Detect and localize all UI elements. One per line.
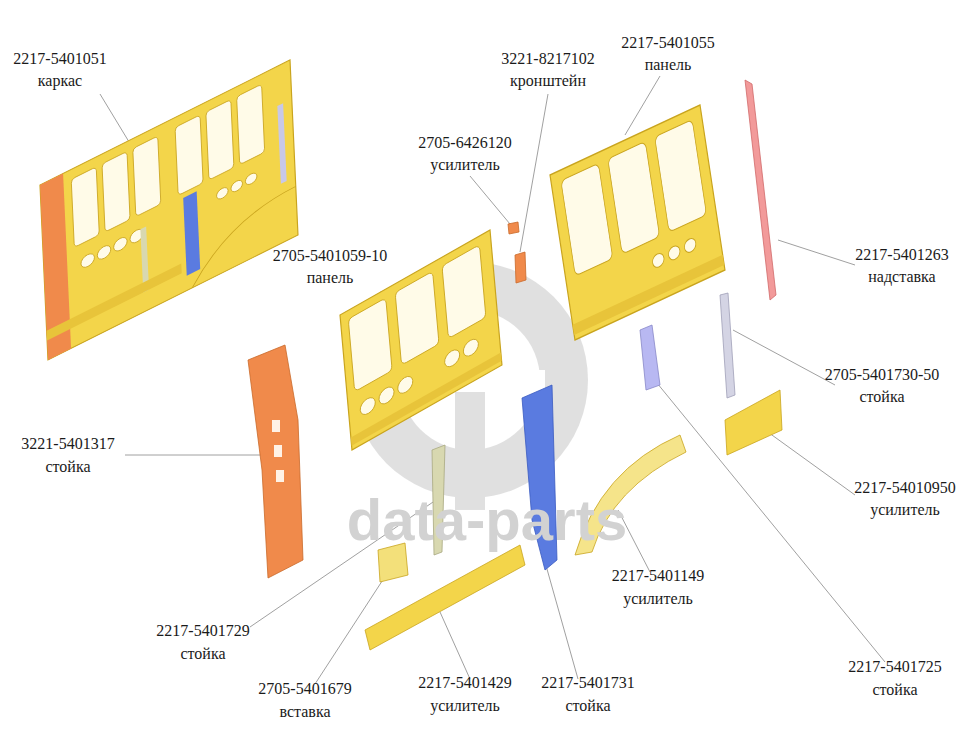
part-number: 2217-5401051 [13,50,106,68]
part-name: усилитель [623,590,693,608]
part-name: стойка [859,388,904,406]
part-number: 2705-5401679 [258,680,351,698]
part-number: 2705-5401730-50 [825,366,940,384]
part-number: 2705-6426120 [418,134,511,152]
part-name: панель [645,56,692,74]
part-number: 3221-5401317 [21,435,114,453]
part-number: 2217-5401729 [156,622,249,640]
part-name: стойка [872,681,917,699]
leader-lines [100,76,885,684]
part-name: надставка [868,268,935,286]
part-name: вставка [279,703,330,721]
part-name: стойка [45,458,90,476]
watermark: data-parts [347,488,627,552]
part-name: каркас [38,72,82,90]
part-name: панель [307,269,354,287]
part-name: кронштейн [510,72,586,90]
part-name: стойка [565,697,610,715]
frame-panel [40,60,298,360]
part-name: усилитель [870,501,940,519]
part-shapes [248,80,782,650]
side-panel [550,105,725,340]
part-number: 2705-5401059-10 [273,247,388,265]
part-name: усилитель [430,156,500,174]
part-number: 2217-5401055 [621,34,714,52]
part-number: 2217-5401725 [848,658,941,676]
part-name: стойка [180,645,225,663]
part-number: 2217-5401429 [418,674,511,692]
part-number: 2217-5401263 [855,246,948,264]
part-number: 3221-8217102 [501,50,594,68]
part-number: 2217-54010950 [854,479,955,497]
part-number: 2217-5401149 [612,567,705,585]
part-name: усилитель [430,697,500,715]
part-number: 2217-5401731 [541,674,634,692]
